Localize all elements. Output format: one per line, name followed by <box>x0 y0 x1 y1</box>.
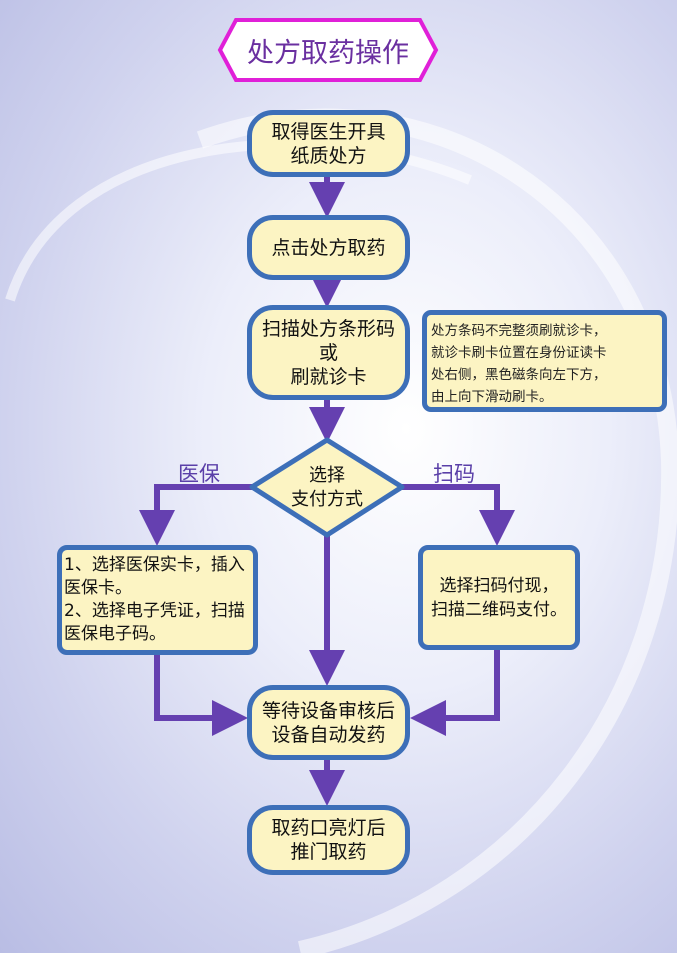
step-medical-insurance: 1、选择医保实卡，插入医保卡。 2、选择电子凭证，扫描医保电子码。 <box>57 545 258 655</box>
title-hexagon <box>217 18 439 82</box>
branch-label-insurance: 医保 <box>178 462 220 486</box>
step-pickup: 取药口亮灯后 推门取药 <box>247 805 410 875</box>
step-scan-pay: 选择扫码付现， 扫描二维码支付。 <box>418 545 580 650</box>
arrow <box>139 484 252 546</box>
decision-diamond <box>249 437 405 538</box>
page-title: 处方取药操作 <box>247 37 409 69</box>
barcode-note: 处方条码不完整须刷就诊卡， 就诊卡刷卡位置在身份证读卡 处右侧，黑色磁条向左下方… <box>422 310 667 412</box>
branch-label-scan: 扫码 <box>433 462 475 486</box>
title-banner: 处方取药操作 <box>218 18 438 82</box>
step-scan-barcode: 扫描处方条形码 或 刷就诊卡 <box>247 305 410 400</box>
arrow <box>402 484 515 546</box>
step-click-prescription: 点击处方取药 <box>247 215 410 280</box>
arrow <box>410 650 500 736</box>
decision-label: 选择 支付方式 <box>291 464 363 510</box>
step-wait-dispense: 等待设备审核后 设备自动发药 <box>247 685 410 760</box>
step-get-prescription: 取得医生开具 纸质处方 <box>247 110 410 177</box>
arrow <box>154 655 248 736</box>
